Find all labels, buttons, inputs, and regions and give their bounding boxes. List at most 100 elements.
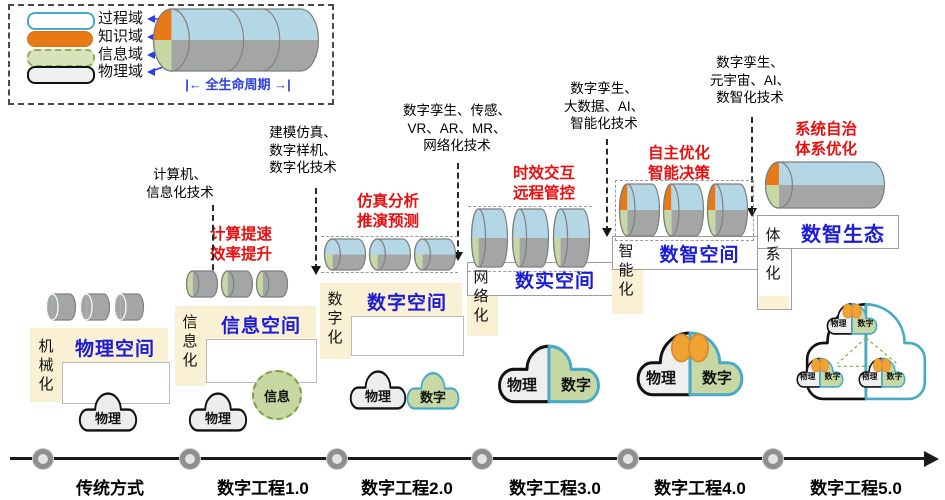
benefit-line: 仿真分析 bbox=[356, 193, 419, 210]
cloud-icon bbox=[78, 392, 138, 432]
lifecycle-span-label: |← 全生命周期 →| bbox=[160, 74, 316, 93]
tech-line: VR、AR、MR、 bbox=[407, 120, 507, 136]
benefit-annotation-2: 仿真分析 推演预测 bbox=[303, 192, 473, 233]
cloud-label: 数字 bbox=[701, 370, 732, 387]
benefit-line: 计算提速 bbox=[209, 226, 272, 243]
stage5-era-column-base bbox=[759, 296, 789, 309]
physical-cloud: 物理 bbox=[76, 384, 140, 432]
cylinder-slice-icon bbox=[220, 270, 254, 303]
cloud-label: 数字 bbox=[857, 319, 874, 328]
stage4-era-label: 智能化 bbox=[618, 243, 634, 298]
cloud-label: 物理 bbox=[94, 411, 121, 426]
stage2-era-label: 数字化 bbox=[327, 291, 343, 346]
stage4-space-box bbox=[612, 236, 759, 270]
stage5-space-label: 数智生态 bbox=[801, 224, 885, 246]
cloud-icon bbox=[349, 370, 407, 410]
split-brain-cloud-icon bbox=[796, 357, 844, 388]
cloud-label: 数字 bbox=[419, 390, 446, 405]
stage2-era-column bbox=[320, 283, 351, 359]
physical-cloud: 物理 bbox=[186, 384, 250, 432]
benefit-line: 体系优化 bbox=[794, 141, 857, 159]
cloud-label: 物理 bbox=[830, 319, 847, 328]
stage2-space-label: 数字空间 bbox=[366, 293, 447, 314]
tech-line: 数字孪生、 bbox=[716, 55, 784, 70]
cylinder-slice-icon bbox=[113, 293, 145, 326]
cylinder-slice-icon bbox=[511, 208, 550, 273]
lifecycle-tick-right: →| bbox=[274, 77, 291, 92]
tech-line: 数字样机、 bbox=[269, 142, 337, 158]
cylinder-slice-icon bbox=[618, 183, 661, 242]
tech-annotation-4: 数字孪生、 大数据、AI、 智能化技术 bbox=[524, 80, 684, 133]
timeline-node-icon bbox=[180, 449, 200, 469]
stage3-space-label: 数实空间 bbox=[514, 271, 595, 292]
benefit-annotation-5: 系统自治 体系优化 bbox=[741, 120, 911, 161]
physical-domain-pill-icon bbox=[27, 66, 95, 84]
tech-arrow-5-icon bbox=[747, 117, 757, 217]
lifecycle-label: 全生命周期 bbox=[205, 77, 271, 92]
timeline-node-icon bbox=[327, 449, 347, 469]
tech-line: 数字孪生、传感、 bbox=[403, 103, 511, 118]
stage0-era-column bbox=[30, 328, 62, 402]
cloud-label: 物理 bbox=[861, 372, 878, 381]
stage3-era-label: 网络化 bbox=[473, 269, 489, 324]
cloud-label: 物理 bbox=[799, 372, 816, 381]
tech-line: 元宇宙、AI、 bbox=[709, 72, 791, 88]
cylinder-slice-icon bbox=[323, 238, 367, 276]
cloud-label: 数字 bbox=[886, 372, 903, 381]
cloud-label: 物理 bbox=[204, 411, 231, 426]
tech-line: 智能化技术 bbox=[570, 116, 638, 132]
cylinder-group-frame bbox=[468, 206, 592, 272]
cloud-label: 数字 bbox=[560, 377, 591, 394]
split-brain-cloud-icon bbox=[858, 357, 906, 388]
digital-cloud: 数字 bbox=[404, 364, 462, 410]
stage1-space-label: 信息空间 bbox=[220, 316, 301, 337]
cloud-icon bbox=[406, 372, 460, 410]
legend-label-physical: 物理域 bbox=[98, 63, 144, 80]
benefit-line: 系统自治 bbox=[794, 121, 857, 138]
stage3-space-box bbox=[467, 262, 615, 296]
cylinder-group-frame bbox=[615, 180, 754, 241]
benefit-line: 智能决策 bbox=[647, 165, 710, 183]
tech-line: 数字化技术 bbox=[269, 160, 337, 176]
timeline-label-traditional: 传统方式 bbox=[76, 479, 144, 498]
tech-arrow-4-icon bbox=[602, 139, 612, 237]
timeline-node-icon bbox=[33, 449, 53, 469]
legend-label-information: 信息域 bbox=[98, 46, 144, 63]
tech-line: 信息化技术 bbox=[146, 184, 214, 200]
tech-line: 网络化技术 bbox=[423, 138, 491, 154]
legend-label-knowledge: 知识域 bbox=[98, 28, 144, 45]
benefit-annotation-4: 自主优化 智能决策 bbox=[594, 144, 764, 185]
tech-arrow-2-icon bbox=[311, 188, 321, 275]
cylinder-slice-icon bbox=[185, 270, 219, 303]
benefit-line: 推演预测 bbox=[356, 213, 419, 231]
cylinder-slice-icon bbox=[413, 238, 457, 276]
tech-annotation-2: 建模仿真、 数字样机、 数字化技术 bbox=[223, 124, 383, 177]
timeline-label-de5: 数字工程5.0 bbox=[810, 479, 902, 498]
benefit-annotation-3: 时效交互 远程管控 bbox=[459, 164, 629, 205]
knowledge-domain-pill-icon bbox=[27, 31, 93, 47]
stage1-era-label: 信息化 bbox=[182, 314, 198, 369]
timeline-label-de1: 数字工程1.0 bbox=[217, 479, 309, 498]
legend-label-process: 过程域 bbox=[98, 10, 144, 27]
cloud-label: 物理 bbox=[645, 370, 676, 387]
timeline-label-de3: 数字工程3.0 bbox=[509, 479, 601, 498]
split-cloud-icon bbox=[498, 344, 600, 404]
stage4-space-label: 数智空间 bbox=[659, 245, 740, 266]
stage0-space-label: 物理空间 bbox=[74, 339, 155, 360]
physical-cloud: 物理 bbox=[347, 362, 409, 410]
timeline-label-de2: 数字工程2.0 bbox=[361, 479, 453, 498]
mini-smart-cloud: 物理 数字 bbox=[857, 351, 907, 388]
step-underbox-3 bbox=[351, 316, 464, 356]
cylinder-slice-icon bbox=[45, 293, 77, 326]
timeline-arrowhead-icon bbox=[924, 450, 939, 467]
tech-annotation-3: 数字孪生、传感、 VR、AR、MR、 网络化技术 bbox=[377, 102, 537, 155]
cylinder-slice-icon bbox=[706, 183, 749, 242]
cloud-label: 信息 bbox=[263, 388, 290, 404]
timeline-axis bbox=[10, 457, 926, 460]
tech-line: 建模仿真、 bbox=[269, 125, 337, 140]
step-underbox-2 bbox=[206, 339, 317, 383]
stage0-era-label: 机械化 bbox=[38, 338, 54, 393]
lifecycle-tick-left: |← bbox=[185, 77, 202, 92]
tech-arrow-3-icon bbox=[453, 163, 463, 261]
